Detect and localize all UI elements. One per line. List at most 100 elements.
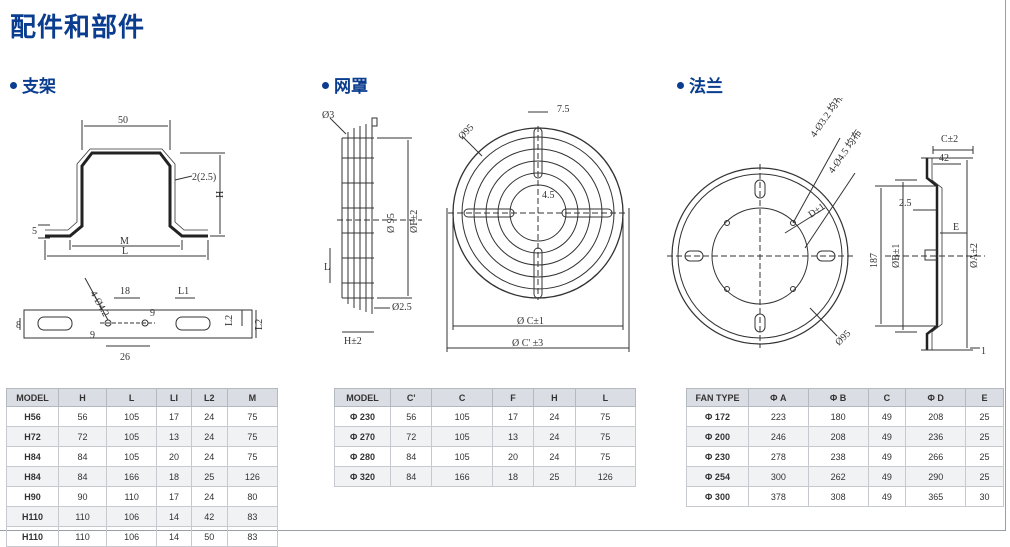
table-cell-model: H56 [6, 406, 59, 427]
table-cell: 25 [965, 426, 1004, 447]
table-header: MODEL [334, 388, 391, 407]
guard-drawing: Ø3 Ø 95 ØF±2 L Ø2.5 H±2 Ø95 7.5 4.5 Ø C±… [322, 104, 630, 352]
table-cell: 25 [965, 446, 1004, 467]
table-cell: 49 [867, 446, 907, 467]
flange-dim-o95: Ø95 [833, 328, 853, 348]
bracket-dim-2: 2(2.5) [192, 172, 216, 183]
guard-dim-h2: H±2 [344, 336, 362, 347]
section-flange-label: 法兰 [689, 77, 723, 97]
bracket-dim-m: M [120, 236, 129, 247]
flange-dim-42: 42 [939, 153, 949, 164]
table-cell: 365 [905, 486, 967, 507]
flange-dim-1: 1 [981, 346, 986, 357]
bullet-icon [677, 81, 684, 89]
table-cell: 126 [574, 466, 637, 487]
table-header: H [57, 388, 108, 407]
table-cell-model: H90 [6, 486, 59, 507]
table-cell: 24 [190, 406, 228, 427]
table-cell: 300 [748, 466, 809, 487]
table-cell: 49 [867, 466, 907, 487]
table-cell: 75 [574, 446, 637, 467]
table-cell: 266 [905, 446, 967, 467]
table-cell: 105 [106, 406, 158, 427]
table-cell-model: Φ 172 [686, 406, 749, 427]
section-guard-heading: 网罩 [322, 72, 368, 97]
table-cell: 17 [491, 406, 535, 427]
guard-dim-l: L [324, 262, 330, 273]
table-cell: 20 [491, 446, 535, 467]
section-flange-heading: 法兰 [677, 72, 723, 97]
table-header: LI [156, 388, 192, 407]
table-cell: 262 [807, 466, 869, 487]
table-cell: 166 [106, 466, 158, 487]
table-cell: 25 [533, 466, 576, 487]
table-cell: 278 [748, 446, 809, 467]
table-cell: 84 [389, 446, 433, 467]
table-cell: 49 [867, 486, 907, 507]
bracket-dim-18: 18 [120, 286, 130, 297]
table-cell: 80 [226, 486, 279, 507]
table-cell: 25 [965, 466, 1004, 487]
table-header: E [965, 388, 1004, 407]
guard-dim-o3: Ø3 [322, 110, 334, 121]
table-header: C' [389, 388, 433, 407]
table-cell: 24 [190, 446, 228, 467]
table-cell: 106 [106, 506, 158, 527]
flange-dim-25: 2.5 [899, 198, 912, 209]
table-cell-model: Φ 320 [334, 466, 391, 487]
table-cell: 42 [190, 506, 228, 527]
table-cell: 84 [389, 466, 433, 487]
table-cell: 25 [190, 466, 228, 487]
table-cell-model: Φ 254 [686, 466, 749, 487]
guard-dim-oc3: Ø C' ±3 [512, 338, 543, 349]
table-cell-model: Φ 230 [334, 406, 391, 427]
bracket-dim-4-04: 4-Ø4.2 [87, 289, 111, 319]
table-header: MODEL [6, 388, 59, 407]
table-header: Φ A [748, 388, 809, 407]
flange-drawing: 4-Ø3.2 均布 4-Ø4.5 均布 D±1 Ø95 C±2 42 2.5 E… [667, 98, 986, 357]
table-cell: 56 [57, 406, 108, 427]
page-title: 配件和部件 [10, 13, 146, 43]
table-cell: 90 [57, 486, 108, 507]
table-cell: 83 [226, 526, 279, 547]
guard-dim-75: 7.5 [557, 104, 570, 115]
table-cell: 17 [156, 486, 192, 507]
table-header: F [491, 388, 535, 407]
table-cell: 105 [431, 426, 493, 447]
table-cell: 84 [57, 466, 108, 487]
table-header-row: MODEL H L LI L2 M [6, 388, 279, 407]
table-cell: 20 [156, 446, 192, 467]
table-cell-model: H84 [6, 446, 59, 467]
table-cell: 378 [748, 486, 809, 507]
guard-dim-o95a: Ø 95 [386, 213, 397, 233]
section-bracket-label: 支架 [22, 77, 56, 97]
bracket-drawing: 50 H 2(2.5) 5 M L 4-Ø4.2 18 L1 8 9 9 L2 … [16, 115, 265, 363]
section-bracket-heading: 支架 [10, 72, 56, 97]
table-cell: 24 [190, 426, 228, 447]
table-cell: 14 [156, 526, 192, 547]
table-cell: 13 [491, 426, 535, 447]
guard-dim-45: 4.5 [542, 190, 555, 201]
table-header: H [533, 388, 576, 407]
flange-dim-187: 187 [869, 253, 880, 268]
table-header: L [106, 388, 158, 407]
table-cell: 308 [807, 486, 869, 507]
bracket-dim-26: 26 [120, 352, 130, 363]
table-header: L [574, 388, 637, 407]
table-cell: 238 [807, 446, 869, 467]
table-cell-model: Φ 300 [686, 486, 749, 507]
